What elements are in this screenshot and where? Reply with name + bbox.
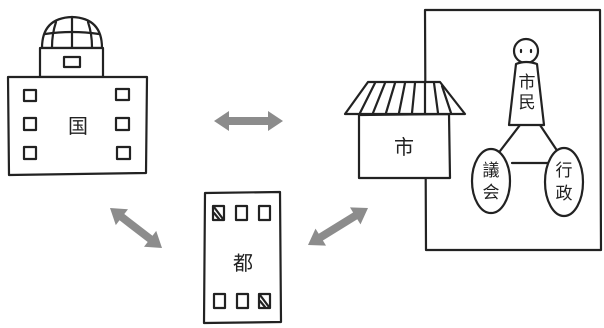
gyosei-node (545, 148, 583, 216)
city-frame (425, 10, 601, 250)
gyosei-label-1: 行 (556, 161, 573, 181)
city-area: 市 市 民 議 会 行 政 (345, 10, 601, 250)
arrow-to-shi (308, 207, 368, 245)
kuni-label: 国 (68, 114, 88, 138)
kuni-tower (40, 48, 103, 77)
gikai-node (472, 149, 510, 213)
shi-label: 市 (394, 135, 414, 159)
edge-shimin-gikai (497, 125, 520, 155)
arrow-kuni-shi (214, 111, 283, 131)
shimin-label-1: 市 (519, 73, 536, 93)
arrow-kuni-to (110, 208, 162, 248)
gikai-label-1: 議 (483, 161, 500, 181)
to-building: 都 (204, 192, 281, 323)
to-label: 都 (233, 251, 253, 275)
shimin-head (514, 39, 538, 63)
gyosei-label-2: 政 (556, 184, 573, 204)
gikai-label-2: 会 (483, 183, 500, 203)
kuni-building: 国 (8, 17, 147, 175)
shimin-label-2: 民 (519, 93, 536, 113)
